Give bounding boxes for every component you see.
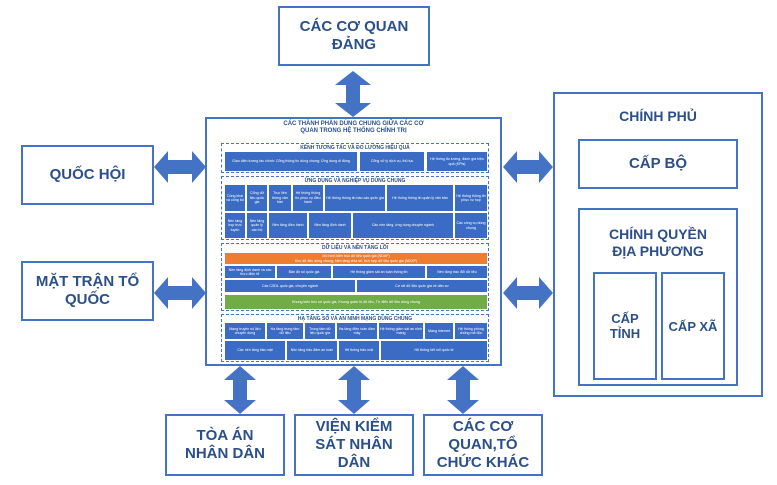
- infrastructure-cell: Hạ tầng điện toán đám mây: [337, 323, 377, 339]
- data-architecture-bar: Mô hình kiến trúc dữ liệu quốc gia (NDAF…: [225, 253, 487, 259]
- infrastructure-cell: Các nền tảng bảo mật: [225, 341, 285, 360]
- application-cell: Hệ thống thông tin báo cáo quốc gia: [325, 185, 385, 211]
- party-agencies-label: CÁC CƠ QUAN ĐẢNG: [299, 18, 409, 53]
- procuracy-label: VIỆN KIỂM SÁT NHÂN DÂN: [315, 418, 393, 471]
- infrastructure-section-title: HẠ TẦNG SỐ VÀ AN NINH MẠNG DÙNG CHUNG: [297, 316, 413, 322]
- interaction-section: KÊNH TƯƠNG TÁC VÀ ĐO LƯỜNG HIỆU QUẢ Giao…: [221, 143, 489, 173]
- applications-section-title: ỨNG DỤNG VÀ NGHIỆP VỤ DÙNG CHUNG: [304, 178, 406, 184]
- local-government-box: CHÍNH QUYỀN ĐỊA PHƯƠNG CẤP TỈNH CẤP XÃ: [578, 208, 738, 386]
- double-arrow-left-bottom-icon: [154, 277, 206, 309]
- application-cell: Nền tảng định danh: [309, 213, 351, 238]
- application-cell: Nền tảng điều hành: [269, 213, 307, 238]
- shared-components-title: CÁC THÀNH PHẦN DÙNG CHUNG GIỮA CÁC CƠ QU…: [283, 121, 424, 134]
- national-assembly-label: QUỐC HỘI: [49, 166, 126, 183]
- other-agencies-label: CÁC CƠ QUAN,TỔ CHỨC KHÁC: [436, 418, 530, 471]
- double-arrow-right-bottom-icon: [503, 277, 553, 309]
- infrastructure-cell: Hệ thống bảo mật: [339, 341, 379, 360]
- infrastructure-cell: Nền tảng bảo đảm an toàn: [287, 341, 337, 360]
- data-core-cell: Nền tảng định danh và xác thực điện tử: [225, 266, 275, 278]
- double-arrow-bottom-2-icon: [338, 366, 370, 414]
- local-government-label: CHÍNH QUYỀN ĐỊA PHƯƠNG: [608, 226, 707, 259]
- infrastructure-section: HẠ TẦNG SỐ VÀ AN NINH MẠNG DÙNG CHUNG Mạ…: [221, 314, 489, 362]
- interaction-cell: Cổng xử lý dịch vụ, thủ tục: [360, 152, 424, 171]
- data-core-cell: Nền tảng trao đổi dữ liệu: [427, 266, 487, 278]
- data-core-section: DỮ LIỆU VÀ NỀN TẢNG LÕI Mô hình kiến trú…: [221, 243, 489, 311]
- peoples-court-label: TÒA ÁN NHÂN DÂN: [185, 427, 265, 462]
- ministry-level-label: CẤP BỘ: [628, 155, 688, 172]
- application-cell: Cổng dữ liệu quốc gia: [247, 185, 267, 211]
- application-cell: Hệ thống thông tin phục vụ điều hành: [293, 185, 323, 211]
- double-arrow-right-top-icon: [503, 151, 553, 183]
- government-title: CHÍNH PHỦ: [619, 108, 697, 124]
- infrastructure-cell: Trung tâm dữ liệu quốc gia: [305, 323, 335, 339]
- application-cell: Nền tảng quản lý cán bộ: [247, 213, 267, 238]
- double-arrow-left-top-icon: [154, 151, 206, 183]
- application-cell: Công khai và công bố: [225, 185, 245, 211]
- double-arrow-top-icon: [335, 71, 371, 117]
- applications-section: ỨNG DỤNG VÀ NGHIỆP VỤ DÙNG CHUNG Công kh…: [221, 176, 489, 240]
- shared-components-panel: CÁC THÀNH PHẦN DÙNG CHUNG GIỮA CÁC CƠ QU…: [205, 117, 502, 366]
- procuracy-box: VIỆN KIỂM SÁT NHÂN DÂN: [294, 414, 414, 476]
- commune-level-box: CẤP XÃ: [661, 272, 725, 380]
- data-sharing-bar: Kho dữ liệu dùng chung; Nền tảng chia sẻ…: [225, 259, 487, 264]
- infrastructure-cell: Hệ thống kết nối quốc tế: [381, 341, 487, 360]
- fatherland-front-label: MẶT TRẬN TỔ QUỐC: [35, 273, 140, 308]
- infrastructure-cell: Hạ tầng trung tâm dữ liệu: [267, 323, 303, 339]
- interaction-cell: Hệ thống đo lường, đánh giá hiệu quả (KP…: [427, 152, 487, 171]
- party-agencies-box: CÁC CƠ QUAN ĐẢNG: [278, 6, 430, 66]
- double-arrow-bottom-3-icon: [447, 366, 479, 414]
- interaction-section-title: KÊNH TƯƠNG TÁC VÀ ĐO LƯỜNG HIỆU QUẢ: [300, 145, 410, 151]
- infrastructure-cell: Mạng internet: [425, 323, 453, 339]
- interaction-cell: Giao diện tương tác chính: Cổng thông ti…: [225, 152, 357, 171]
- infrastructure-cell: Hệ thống phòng chống mã độc: [455, 323, 487, 339]
- data-core-section-title: DỮ LIỆU VÀ NỀN TẢNG LÕI: [321, 245, 389, 251]
- other-agencies-box: CÁC CƠ QUAN,TỔ CHỨC KHÁC: [423, 414, 543, 476]
- application-cell: Các công cụ dùng chung: [455, 213, 487, 238]
- application-cell: Trục liên thông văn bản: [269, 185, 291, 211]
- peoples-court-box: TÒA ÁN NHÂN DÂN: [165, 414, 285, 476]
- data-core-cell: Các CSDL quốc gia, chuyên ngành: [225, 280, 355, 292]
- infrastructure-cell: Mạng truyền số liệu chuyên dùng: [225, 323, 265, 339]
- double-arrow-bottom-1-icon: [224, 366, 256, 414]
- commune-level-label: CẤP XÃ: [668, 318, 718, 334]
- digital-framework-bar: Khung kiến trúc số quốc gia, Khung quản …: [225, 295, 487, 309]
- data-core-cell: Bản đồ số quốc gia: [277, 266, 331, 278]
- application-cell: Nền tảng họp trực tuyến: [225, 213, 245, 238]
- infrastructure-cell: Hệ thống giám sát an ninh mạng: [379, 323, 423, 339]
- province-level-box: CẤP TỈNH: [593, 272, 657, 380]
- province-level-label: CẤP TỈNH: [609, 311, 641, 341]
- fatherland-front-box: MẶT TRẬN TỔ QUỐC: [21, 261, 154, 321]
- data-core-cell: Cơ sở dữ liệu quốc gia về dân cư: [357, 280, 487, 292]
- data-core-cell: Hệ thống giám sát an toàn thông tin: [333, 266, 425, 278]
- application-cell: Hệ thống thông tin phục vụ họp: [455, 185, 487, 211]
- application-cell: Các nền tảng, ứng dụng chuyên ngành: [353, 213, 453, 238]
- ministry-level-box: CẤP BỘ: [578, 139, 738, 189]
- government-panel: CHÍNH PHỦ CẤP BỘ CHÍNH QUYỀN ĐỊA PHƯƠNG …: [553, 92, 763, 397]
- national-assembly-box: QUỐC HỘI: [21, 145, 154, 205]
- application-cell: Hệ thống thông tin quản lý văn bản: [387, 185, 453, 211]
